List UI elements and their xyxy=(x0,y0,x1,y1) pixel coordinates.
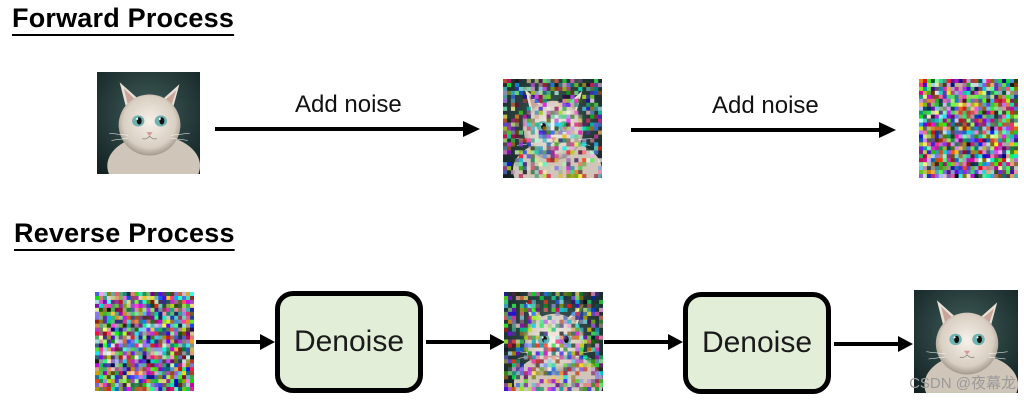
forward-arrow xyxy=(215,119,481,139)
arrow-icon xyxy=(631,122,896,138)
add-noise-label: Add noise xyxy=(712,92,819,119)
pure-noise-image xyxy=(919,79,1018,178)
reverse-arrow xyxy=(196,332,276,352)
denoise-box: Denoise xyxy=(275,291,423,393)
partially-denoised-cat-image xyxy=(504,292,603,391)
arrow-icon xyxy=(215,121,480,137)
reverse-arrow xyxy=(604,332,684,352)
partially-noised-cat-image xyxy=(503,79,602,178)
denoise-box: Denoise xyxy=(683,292,831,394)
reverse-arrow xyxy=(834,334,914,354)
add-noise-label: Add noise xyxy=(295,91,402,118)
arrow-icon xyxy=(834,336,913,352)
reverse-arrow xyxy=(426,332,506,352)
forward-arrow xyxy=(631,120,897,140)
cat-image xyxy=(914,290,1018,393)
watermark: CSDN @夜幕龙 xyxy=(909,375,1016,392)
arrow-icon xyxy=(196,334,275,350)
forward-process-title: Forward Process xyxy=(12,3,235,33)
arrow-icon xyxy=(604,334,683,350)
pure-noise-image xyxy=(95,292,194,391)
arrow-icon xyxy=(426,334,505,350)
reverse-process-title: Reverse Process xyxy=(14,218,235,248)
cat-image xyxy=(97,72,200,174)
